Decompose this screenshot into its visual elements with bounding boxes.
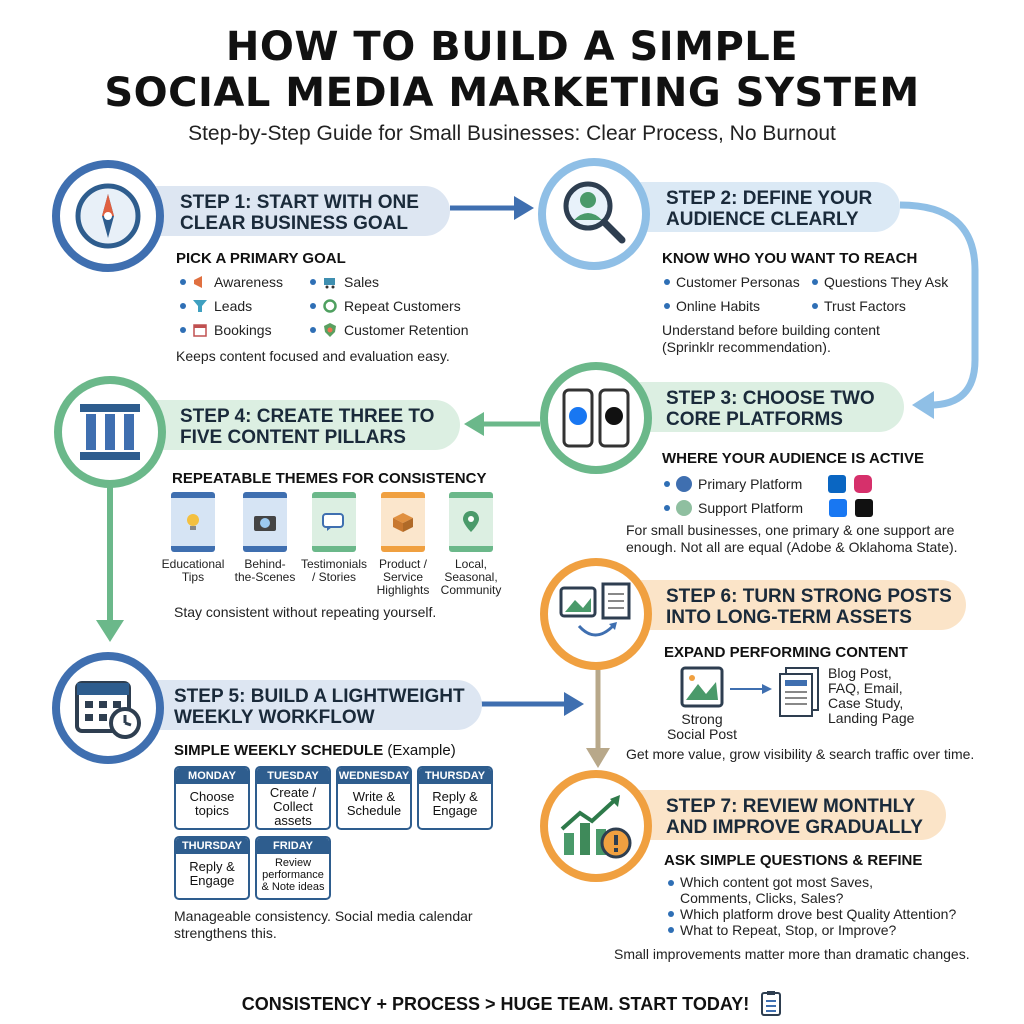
goal-bookings: Bookings — [180, 322, 272, 338]
social-post-icon — [680, 666, 724, 708]
audience-item: Questions They Ask — [812, 274, 948, 290]
goal-sales: Sales — [310, 274, 379, 290]
step5-circle — [52, 652, 164, 764]
asset-targets: Blog Post, FAQ, Email, Case Study, Landi… — [828, 665, 915, 726]
step7-subheading: ASK SIMPLE QUESTIONS & REFINE — [664, 852, 923, 869]
primary-platform: Primary Platform — [664, 474, 876, 494]
camera-icon — [254, 516, 276, 531]
pillar-behind-the-scenes: Behind- the-Scenes — [230, 492, 300, 584]
calendar-clock-icon — [75, 681, 141, 739]
checklist-icon — [761, 991, 782, 1016]
step1-subheading: PICK A PRIMARY GOAL — [176, 250, 346, 267]
pillar-educational: Educational Tips — [158, 492, 228, 584]
step7-circle — [540, 770, 652, 882]
step4-circle — [54, 376, 166, 488]
review-question: What to Repeat, Stop, or Improve? — [668, 922, 896, 938]
page-subtitle: Step-by-Step Guide for Small Businesses:… — [188, 122, 836, 145]
step6-note: Get more value, grow visibility & search… — [626, 746, 975, 762]
step5-banner: STEP 5: BUILD A LIGHTWEIGHT WEEKLY WORKF… — [102, 680, 482, 730]
step2-circle — [538, 158, 650, 270]
phones-icon — [562, 388, 630, 448]
calendar-icon — [193, 324, 207, 337]
footer-text: CONSISTENCY + PROCESS > HUGE TEAM. START… — [241, 994, 750, 1014]
funnel-icon — [193, 300, 207, 312]
step4-title: STEP 4: CREATE THREE TO FIVE CONTENT PIL… — [180, 406, 435, 448]
step3-note: For small businesses, one primary & one … — [626, 522, 958, 555]
audience-item: Customer Personas — [664, 274, 800, 290]
step4-subheading: REPEATABLE THEMES FOR CONSISTENCY — [172, 470, 487, 487]
step6-title: STEP 6: TURN STRONG POSTS INTO LONG-TERM… — [666, 586, 952, 628]
step2-note: Understand before building content (Spri… — [662, 322, 880, 355]
lightbulb-icon — [187, 514, 199, 530]
step5-title: STEP 5: BUILD A LIGHTWEIGHT WEEKLY WORKF… — [174, 686, 465, 728]
audience-item: Online Habits — [664, 298, 760, 314]
refresh-icon — [323, 299, 337, 313]
documents-icon — [779, 667, 819, 717]
columns-icon — [80, 404, 140, 460]
step1-circle — [52, 160, 164, 272]
map-pin-icon — [463, 511, 479, 532]
expand-arrow — [730, 684, 772, 694]
step7-note: Small improvements matter more than dram… — [614, 946, 970, 962]
linkedin-instagram-icon — [828, 475, 873, 493]
goal-awareness: Awareness — [180, 274, 283, 290]
step4-note: Stay consistent without repeating yourse… — [174, 604, 437, 620]
audience-item: Trust Factors — [812, 298, 906, 314]
step6-subheading: EXPAND PERFORMING CONTENT — [664, 644, 908, 661]
step3-circle — [540, 362, 652, 474]
step2-title: STEP 2: DEFINE YOUR AUDIENCE CLEARLY — [666, 188, 873, 230]
step3-title: STEP 3: CHOOSE TWO CORE PLATFORMS — [666, 388, 875, 430]
cart-icon — [324, 278, 335, 289]
step3-subheading: WHERE YOUR AUDIENCE IS ACTIVE — [662, 450, 924, 467]
chat-bubble-icon — [322, 513, 344, 531]
support-platform: Support Platform — [664, 498, 877, 518]
repurpose-icon — [559, 582, 631, 637]
page-title: HOW TO BUILD A SIMPLE — [225, 24, 799, 70]
step7-banner: STEP 7: REVIEW MONTHLY AND IMPROVE GRADU… — [594, 790, 946, 840]
box-icon — [393, 513, 413, 532]
pillar-local-community: Local, Seasonal, Community — [436, 492, 506, 597]
step5-subheading: SIMPLE WEEKLY SCHEDULE (Example) — [174, 742, 456, 759]
step6-circle — [540, 558, 652, 670]
magnifier-person-icon — [563, 181, 626, 244]
goal-repeat-customers: Repeat Customers — [310, 298, 461, 314]
review-question: Which platform drove best Quality Attent… — [668, 906, 956, 922]
goal-leads: Leads — [180, 298, 252, 314]
step5-note: Manageable consistency. Social media cal… — [174, 908, 473, 941]
compass-icon — [75, 183, 141, 249]
shield-heart-icon — [324, 323, 336, 337]
footer: CONSISTENCY + PROCESS > HUGE TEAM. START… — [0, 990, 1024, 1016]
step2-subheading: KNOW WHO YOU WANT TO REACH — [662, 250, 918, 267]
pillar-product-service: Product / Service Highlights — [368, 492, 438, 597]
step7-title: STEP 7: REVIEW MONTHLY AND IMPROVE GRADU… — [666, 796, 923, 838]
source-post-label: Strong Social Post — [666, 711, 738, 742]
pillar-testimonials: Testimonials / Stories — [296, 492, 372, 584]
page-title-line2: SOCIAL MEDIA MARKETING SYSTEM — [104, 70, 920, 116]
megaphone-icon — [194, 276, 202, 288]
step1-note: Keeps content focused and evaluation eas… — [176, 348, 450, 364]
facebook-tiktok-icon — [829, 499, 874, 517]
step1-title: STEP 1: START WITH ONE CLEAR BUSINESS GO… — [180, 192, 419, 234]
step6-banner: STEP 6: TURN STRONG POSTS INTO LONG-TERM… — [594, 580, 966, 630]
review-question: Which content got most Saves, Comments, … — [668, 874, 873, 906]
growth-chart-icon — [560, 795, 632, 859]
goal-customer-retention: Customer Retention — [310, 322, 469, 338]
